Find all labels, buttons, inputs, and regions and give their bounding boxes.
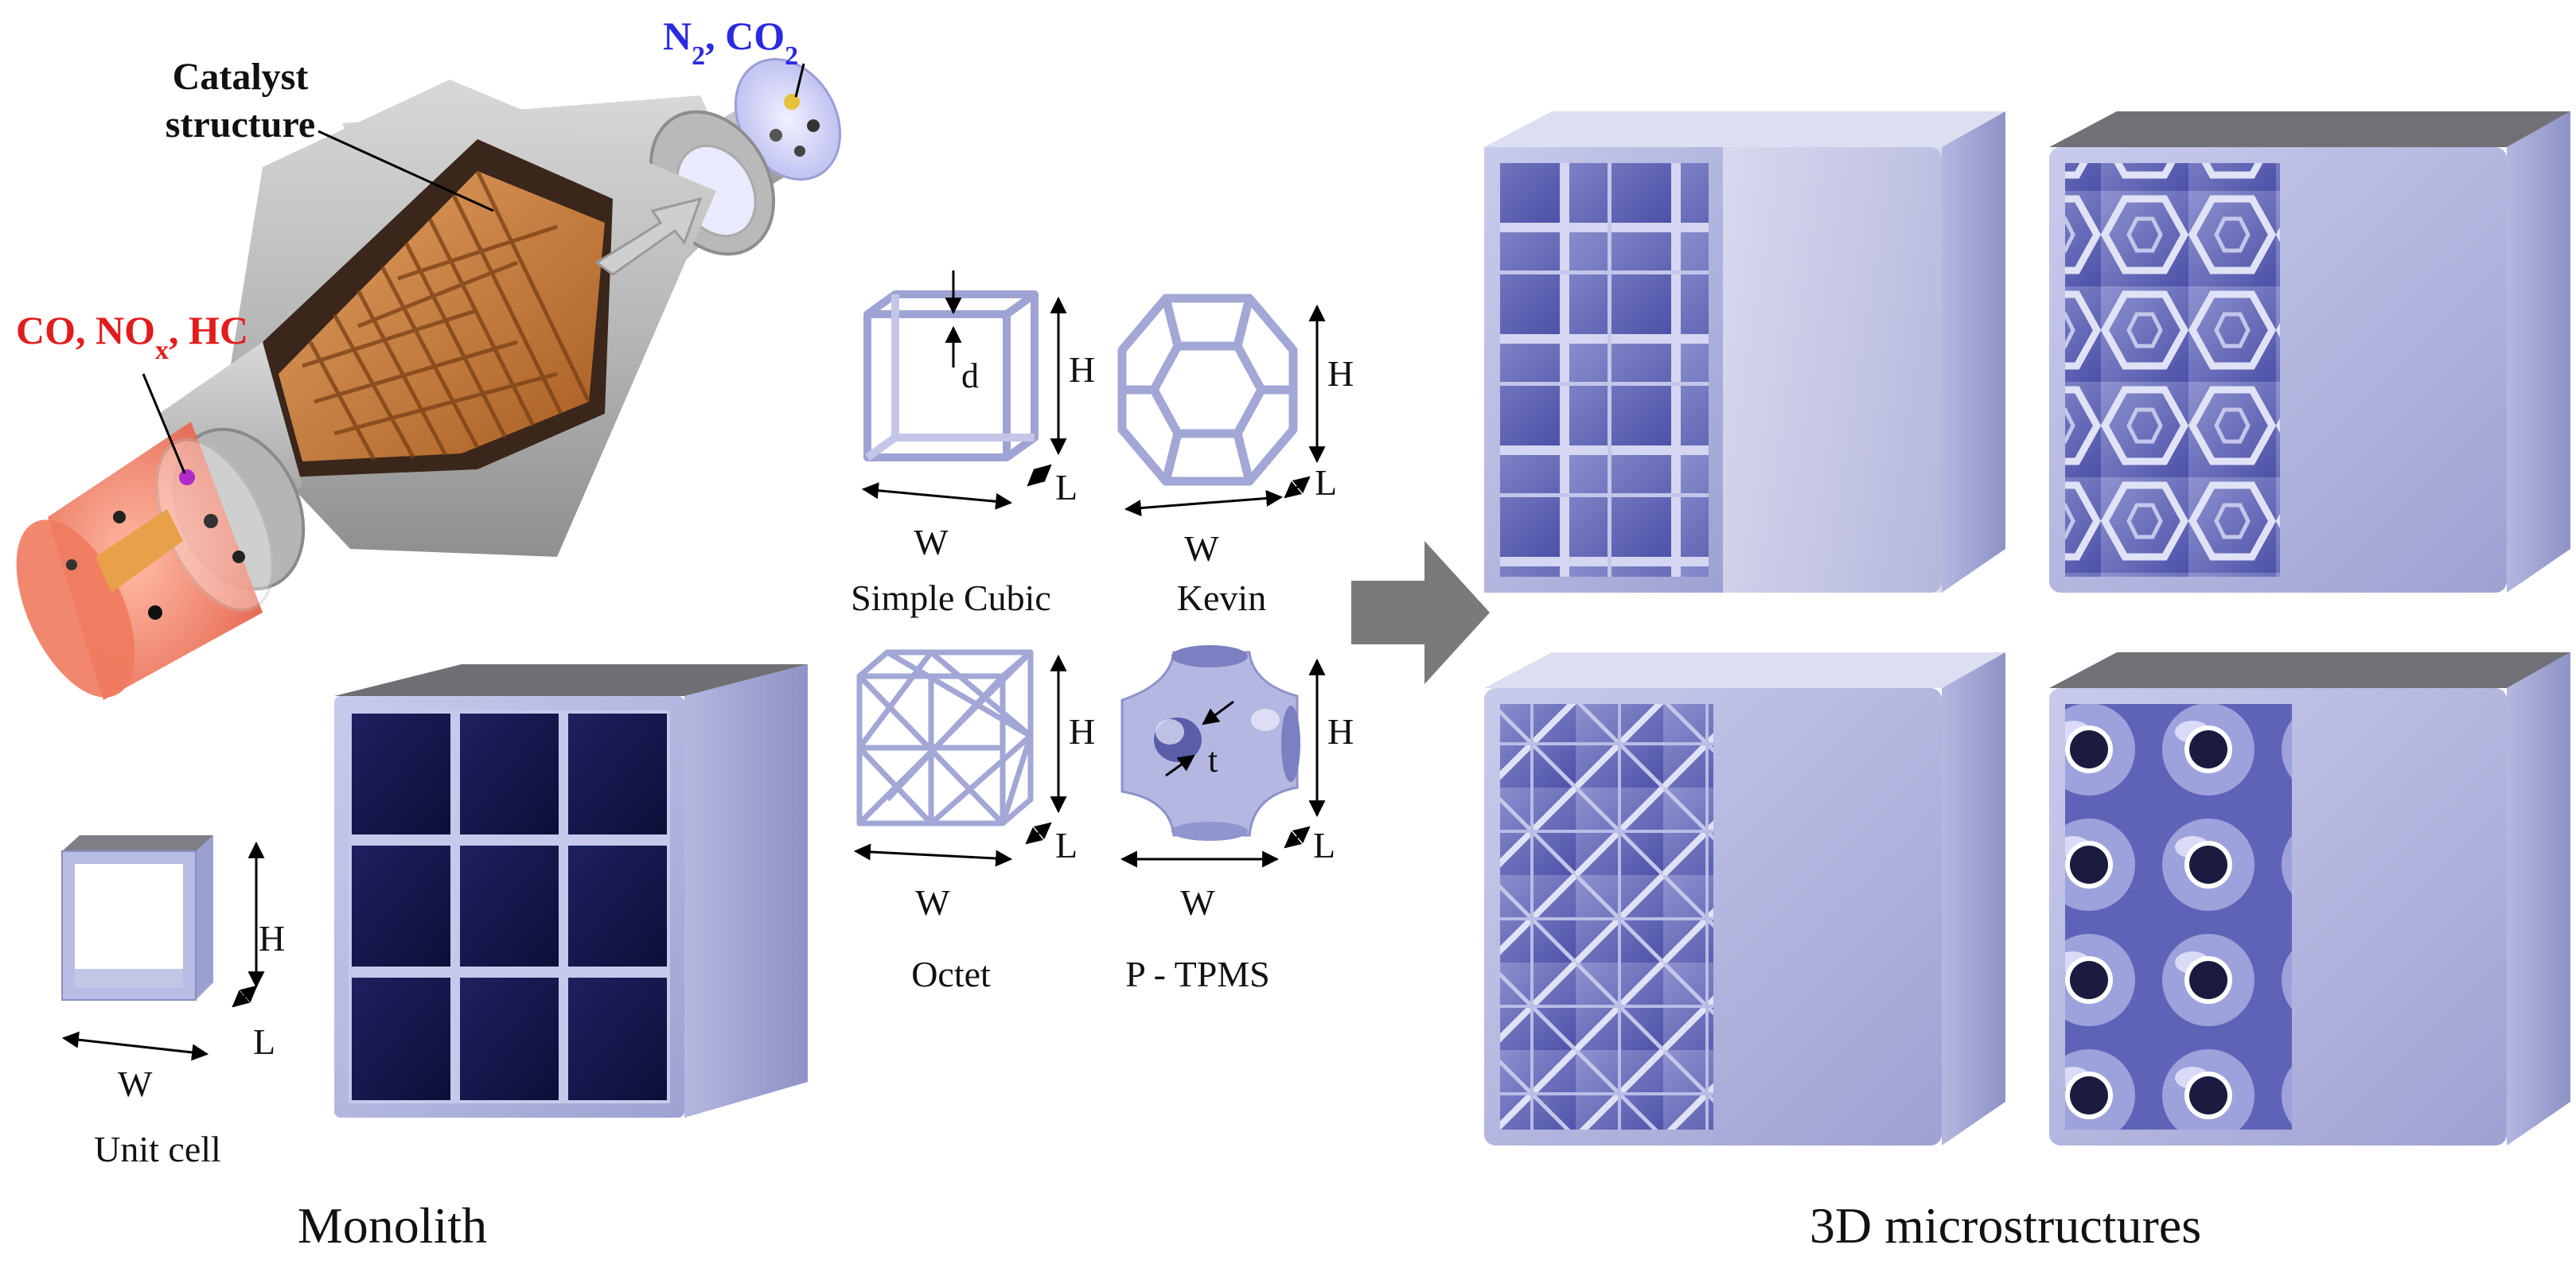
micro-tpms-lattice <box>2065 704 2292 1130</box>
sc-w-label: W <box>914 522 949 562</box>
micro-kevin-lattice <box>2065 163 2280 577</box>
kv-caption: Kevin <box>1177 578 1266 618</box>
tp-t-arrow-top <box>1202 700 1234 725</box>
sc-d-label: d <box>961 356 979 395</box>
catalyst-label-line1: Catalyst <box>173 56 309 98</box>
unit-l-arrow <box>232 985 258 1008</box>
micro-cube-simple-cubic <box>1484 111 2005 593</box>
unit-cell-octet: H L W Octet <box>853 649 1095 994</box>
outlet-gases-label: N2, CO2 <box>663 14 798 71</box>
micro-cube-octet <box>1484 652 2005 1146</box>
inlet-dot <box>232 550 245 563</box>
unit-cell-p-tpms: t H L W P - TPMS <box>1120 645 1354 994</box>
catalytic-converter: Catalyst structure N2, CO2 CO, NOx, HC <box>16 14 842 700</box>
micro-octet-lattice <box>1500 704 1713 1130</box>
inlet-dot <box>148 605 162 620</box>
sc-caption: Simple Cubic <box>851 578 1051 618</box>
catalyst-label-line2: structure <box>166 103 315 146</box>
kv-w-arrow <box>1124 489 1284 517</box>
oc-h-label: H <box>1069 711 1095 752</box>
inlet-gases-label: CO, NOx, HC <box>16 308 248 365</box>
oc-l-arrow <box>1025 822 1052 845</box>
micro-sc-lattice <box>1500 163 1709 577</box>
outlet-dot <box>770 129 782 142</box>
monolith-unit-cell: H W L Unit cell <box>61 835 285 1169</box>
inlet-dot-purple <box>179 469 195 485</box>
oc-w-arrow <box>853 843 1013 867</box>
tp-t-label: t <box>1208 741 1218 780</box>
monolith-block <box>334 664 808 1118</box>
kv-l-arrow <box>1284 476 1311 499</box>
sc-w-arrow <box>861 482 1013 510</box>
tp-t-arrow-bottom <box>1165 754 1195 777</box>
oc-caption: Octet <box>911 954 991 994</box>
sc-l-arrow <box>1027 464 1052 487</box>
tp-caption: P - TPMS <box>1125 954 1270 994</box>
micro-cube-kevin <box>2049 111 2570 593</box>
outlet-dot <box>794 146 805 157</box>
outlet-dot <box>807 119 820 132</box>
inlet-dot <box>204 514 218 528</box>
tp-w-label: W <box>1180 882 1215 923</box>
monolith-channels <box>352 714 667 1100</box>
monolith-title: Monolith <box>298 1197 487 1254</box>
micro-cube-p-tpms <box>2049 652 2570 1146</box>
tp-l-arrow <box>1284 826 1311 849</box>
tp-h-label: H <box>1327 711 1354 752</box>
oc-l-label: L <box>1055 825 1078 866</box>
outlet-dot-yellow <box>784 94 800 110</box>
micro-title: 3D microstructures <box>1810 1197 2201 1254</box>
kv-w-label: W <box>1184 528 1219 569</box>
catalyst-block <box>279 169 605 461</box>
inlet-pipe <box>16 422 275 700</box>
unit-l-label: L <box>253 1021 275 1062</box>
inlet-dot <box>66 559 77 570</box>
transition-arrow-icon <box>1351 541 1490 684</box>
unit-cell-kevin: H L W Kevin <box>1117 294 1354 618</box>
kv-h-label: H <box>1327 353 1354 394</box>
unit-w-arrow <box>61 1031 209 1061</box>
flow-arrow-icon <box>594 196 703 276</box>
inlet-dot <box>113 511 126 523</box>
outlet-leader-line <box>794 63 805 98</box>
inlet-leader-line <box>142 373 186 474</box>
unit-w-label: W <box>118 1064 153 1104</box>
unit-h-label: H <box>259 918 285 959</box>
kv-l-label: L <box>1315 462 1337 503</box>
catalyst-leader-line <box>318 130 494 212</box>
unit-cell-simple-cubic: d H L W Simple Cubic <box>851 270 1095 618</box>
tp-l-label: L <box>1313 825 1335 866</box>
unit-cell-caption: Unit cell <box>94 1129 221 1169</box>
sc-l-label: L <box>1055 467 1078 508</box>
oc-w-label: W <box>915 882 950 923</box>
inlet-rod <box>95 509 183 593</box>
sc-h-label: H <box>1069 349 1095 390</box>
